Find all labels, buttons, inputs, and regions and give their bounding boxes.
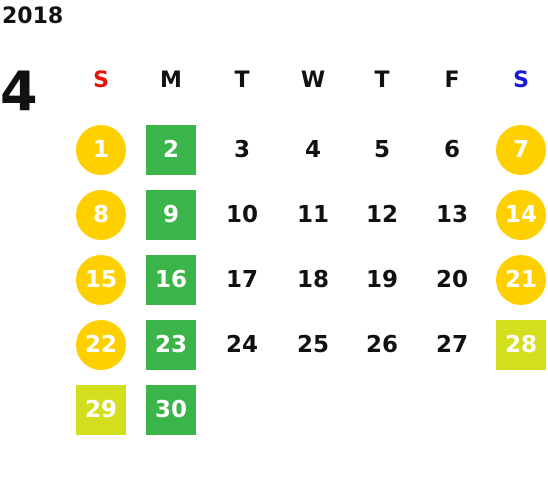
day-cell-4[interactable]: 4	[304, 137, 321, 163]
day-cell-28[interactable]: 28	[496, 320, 546, 370]
day-cell-17[interactable]: 17	[225, 267, 258, 293]
day-cell-29[interactable]: 29	[76, 385, 126, 435]
weekday-tuesday: T	[234, 68, 250, 93]
weekday-friday: F	[444, 68, 460, 93]
day-cell-15[interactable]: 15	[76, 255, 126, 305]
day-cell-25[interactable]: 25	[296, 332, 329, 358]
weekday-sunday: S	[93, 68, 109, 93]
day-cell-7[interactable]: 7	[496, 125, 546, 175]
day-cell-9[interactable]: 9	[146, 190, 196, 240]
day-cell-26[interactable]: 26	[365, 332, 398, 358]
day-cell-19[interactable]: 19	[365, 267, 398, 293]
day-cell-2[interactable]: 2	[146, 125, 196, 175]
day-cell-10[interactable]: 10	[225, 202, 258, 228]
weekday-saturday: S	[513, 68, 529, 93]
day-cell-20[interactable]: 20	[435, 267, 468, 293]
day-cell-18[interactable]: 18	[296, 267, 329, 293]
day-cell-24[interactable]: 24	[225, 332, 258, 358]
day-cell-1[interactable]: 1	[76, 125, 126, 175]
day-cell-30[interactable]: 30	[146, 385, 196, 435]
weekday-thursday: T	[374, 68, 390, 93]
day-cell-8[interactable]: 8	[76, 190, 126, 240]
day-cell-3[interactable]: 3	[233, 137, 250, 163]
weekday-monday: M	[160, 68, 182, 93]
day-cell-14[interactable]: 14	[496, 190, 546, 240]
weekday-wednesday: W	[300, 68, 326, 93]
day-cell-5[interactable]: 5	[373, 137, 390, 163]
day-cell-12[interactable]: 12	[365, 202, 398, 228]
day-cell-6[interactable]: 6	[443, 137, 460, 163]
month-label: 4	[0, 60, 38, 123]
day-cell-22[interactable]: 22	[76, 320, 126, 370]
day-cell-11[interactable]: 11	[296, 202, 329, 228]
day-cell-16[interactable]: 16	[146, 255, 196, 305]
year-label: 2018	[2, 4, 64, 29]
day-cell-27[interactable]: 27	[435, 332, 468, 358]
day-cell-21[interactable]: 21	[496, 255, 546, 305]
day-cell-23[interactable]: 23	[146, 320, 196, 370]
day-cell-13[interactable]: 13	[435, 202, 468, 228]
